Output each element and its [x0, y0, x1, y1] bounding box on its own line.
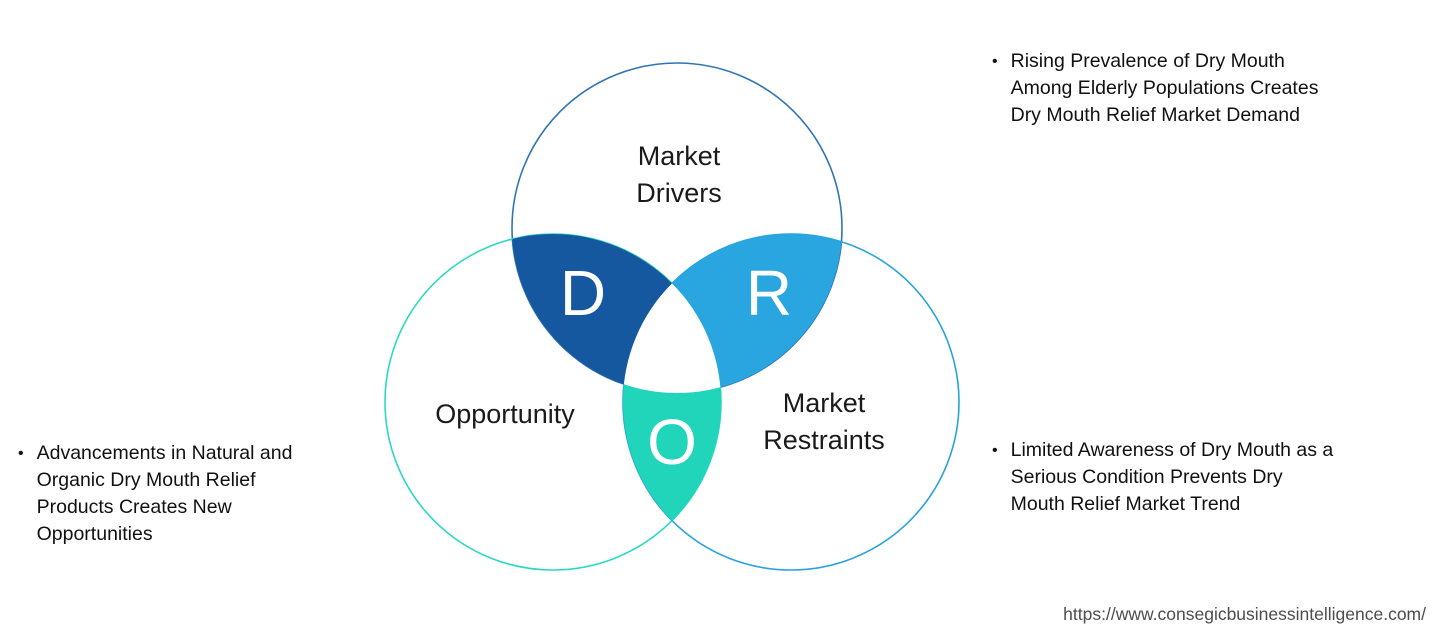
drivers-restraints-intersection — [623, 234, 842, 393]
restraints-annotation-text: Limited Awareness of Dry Mouth as a Seri… — [1010, 439, 1334, 515]
bullet-icon: • — [18, 445, 24, 462]
letter-d: D — [560, 257, 606, 329]
opportunity-annotation: • Advancements in Natural and Organic Dr… — [18, 440, 292, 548]
letter-o: O — [647, 406, 697, 478]
opportunity-circle-label: Opportunity — [435, 399, 575, 429]
drivers-annotation-text: Rising Prevalence of Dry Mouth Among Eld… — [1010, 50, 1319, 126]
letter-r: R — [746, 257, 792, 329]
bullet-icon: • — [992, 53, 998, 70]
restraints-circle-label: Market Restraints — [763, 388, 885, 455]
drivers-annotation: • Rising Prevalence of Dry Mouth Among E… — [992, 48, 1318, 129]
drivers-circle-label: Market Drivers — [636, 141, 722, 208]
bullet-icon: • — [992, 442, 998, 459]
drivers-opportunity-intersection — [512, 234, 721, 393]
restraints-annotation: • Limited Awareness of Dry Mouth as a Se… — [992, 437, 1333, 518]
source-url: https://www.consegicbusinessintelligence… — [1063, 604, 1426, 624]
opportunity-annotation-text: Advancements in Natural and Organic Dry … — [36, 442, 293, 545]
